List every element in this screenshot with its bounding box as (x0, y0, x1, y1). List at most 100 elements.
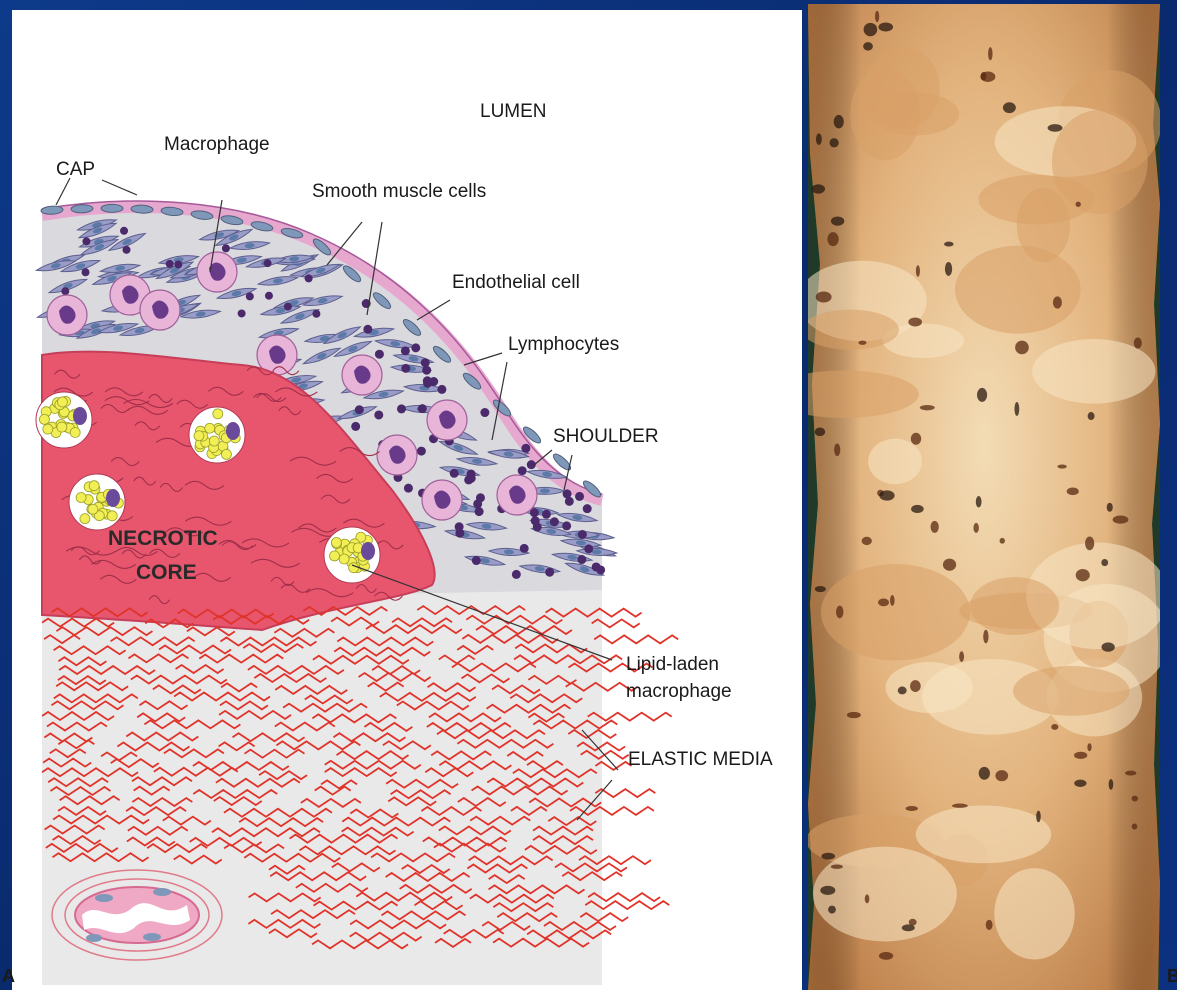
hemorrhage-spot (973, 523, 978, 533)
hemorrhage-spot (1051, 724, 1058, 730)
hemorrhage-spot (1085, 537, 1094, 551)
hemorrhage-spot (878, 598, 889, 606)
lipid-droplet (349, 563, 359, 573)
lymphocyte (401, 346, 410, 355)
lymphocyte (397, 404, 406, 413)
lymphocyte (174, 260, 182, 268)
lymphocyte (563, 489, 572, 498)
plaque (1013, 666, 1130, 716)
lymphocyte (411, 343, 420, 352)
lymphocyte (472, 556, 481, 565)
lymphocyte (545, 568, 554, 577)
hemorrhage-spot (995, 770, 1008, 781)
hemorrhage-spot (831, 216, 844, 225)
lipid-droplet (107, 511, 117, 521)
lipid-droplet (39, 414, 49, 424)
lymphocyte (476, 493, 485, 502)
hemorrhage-spot (827, 232, 838, 246)
endothelial-cell (101, 204, 123, 212)
hemorrhage-spot (865, 894, 870, 903)
hemorrhage-spot (1015, 341, 1029, 355)
hemorrhage-spot (858, 341, 866, 345)
hemorrhage-spot (1074, 780, 1086, 787)
lymphocyte (238, 309, 246, 317)
hemorrhage-spot (943, 559, 956, 571)
hemorrhage-spot (906, 806, 918, 811)
hemorrhage-spot (812, 184, 825, 193)
hemorrhage-spot (945, 262, 952, 276)
lymphocyte (520, 544, 529, 553)
lipid-droplet (43, 424, 53, 434)
hemorrhage-spot (828, 906, 836, 914)
hemorrhage-spot (908, 317, 922, 326)
lymphocyte (284, 303, 292, 311)
plaque (1032, 339, 1155, 404)
lipid-droplet (88, 504, 98, 514)
lymphocyte (418, 404, 427, 413)
label-macrophage: Macrophage (164, 134, 270, 155)
hemorrhage-spot (979, 767, 990, 780)
hemorrhage-spot (1113, 516, 1129, 524)
lipid-droplet (205, 423, 215, 433)
hemorrhage-spot (1132, 796, 1139, 802)
lymphocyte (518, 466, 527, 475)
lymphocyte (351, 422, 360, 431)
hemorrhage-spot (1053, 296, 1062, 308)
lymphocyte (222, 244, 230, 252)
hemorrhage-spot (879, 952, 893, 960)
panel-letter-b: B (1167, 966, 1177, 987)
lipid-droplet (213, 409, 223, 419)
lymphocyte (422, 366, 431, 375)
hemorrhage-spot (816, 133, 822, 145)
lipid-droplet (209, 436, 219, 446)
hemorrhage-spot (1000, 538, 1005, 544)
hemorrhage-spot (952, 804, 968, 808)
hemorrhage-spot (1076, 202, 1081, 207)
hemorrhage-spot (815, 428, 826, 437)
lymphocyte (575, 492, 584, 501)
lymphocyte (450, 469, 459, 478)
lymphocyte (265, 292, 273, 300)
hemorrhage-spot (1087, 743, 1091, 751)
lymphocyte (305, 274, 313, 282)
label-cap: CAP (56, 159, 95, 180)
lymphocyte (61, 287, 69, 295)
specimen-photo-panel-b (808, 4, 1160, 990)
diagram-panel-a: LUMEN CAP Macrophage Smooth muscle cells… (12, 10, 802, 990)
hemorrhage-spot (1048, 124, 1063, 132)
lymphocyte (455, 522, 464, 531)
lymphocyte (246, 292, 254, 300)
hemorrhage-spot (864, 23, 878, 36)
lipid-droplet (70, 427, 80, 437)
lymphocyte (417, 447, 426, 456)
hemorrhage-spot (1036, 811, 1041, 823)
hemorrhage-spot (862, 537, 872, 545)
lymphocyte (264, 259, 272, 267)
lymphocyte (401, 364, 410, 373)
hemorrhage-spot (911, 505, 924, 513)
hemorrhage-spot (1074, 752, 1087, 759)
label-lipid-macrophage: macrophage (626, 681, 732, 702)
lipid-droplet (339, 554, 349, 564)
lipid-droplet (331, 537, 341, 547)
hemorrhage-spot (959, 651, 964, 662)
lymphocyte (596, 565, 605, 574)
label-elastic-media: ELASTIC MEDIA (628, 749, 773, 770)
lymphocyte (480, 408, 489, 417)
plaque (868, 439, 922, 484)
lymphocyte (120, 227, 128, 235)
aorta-specimen-photo (808, 4, 1160, 990)
lymphocyte (467, 474, 476, 483)
lymphocyte (122, 246, 130, 254)
label-smooth-muscle-cells: Smooth muscle cells (312, 181, 486, 202)
lipid-droplet (89, 481, 99, 491)
lymphocyte (82, 237, 90, 245)
label-lipid-laden: Lipid-laden (626, 654, 719, 675)
hemorrhage-spot (1109, 779, 1114, 790)
lymphocyte (562, 521, 571, 530)
label-lumen: LUMEN (480, 101, 547, 122)
hemorrhage-spot (983, 630, 988, 644)
hemorrhage-spot (902, 924, 915, 931)
hemorrhage-spot (1107, 503, 1113, 512)
hemorrhage-spot (1067, 488, 1079, 496)
